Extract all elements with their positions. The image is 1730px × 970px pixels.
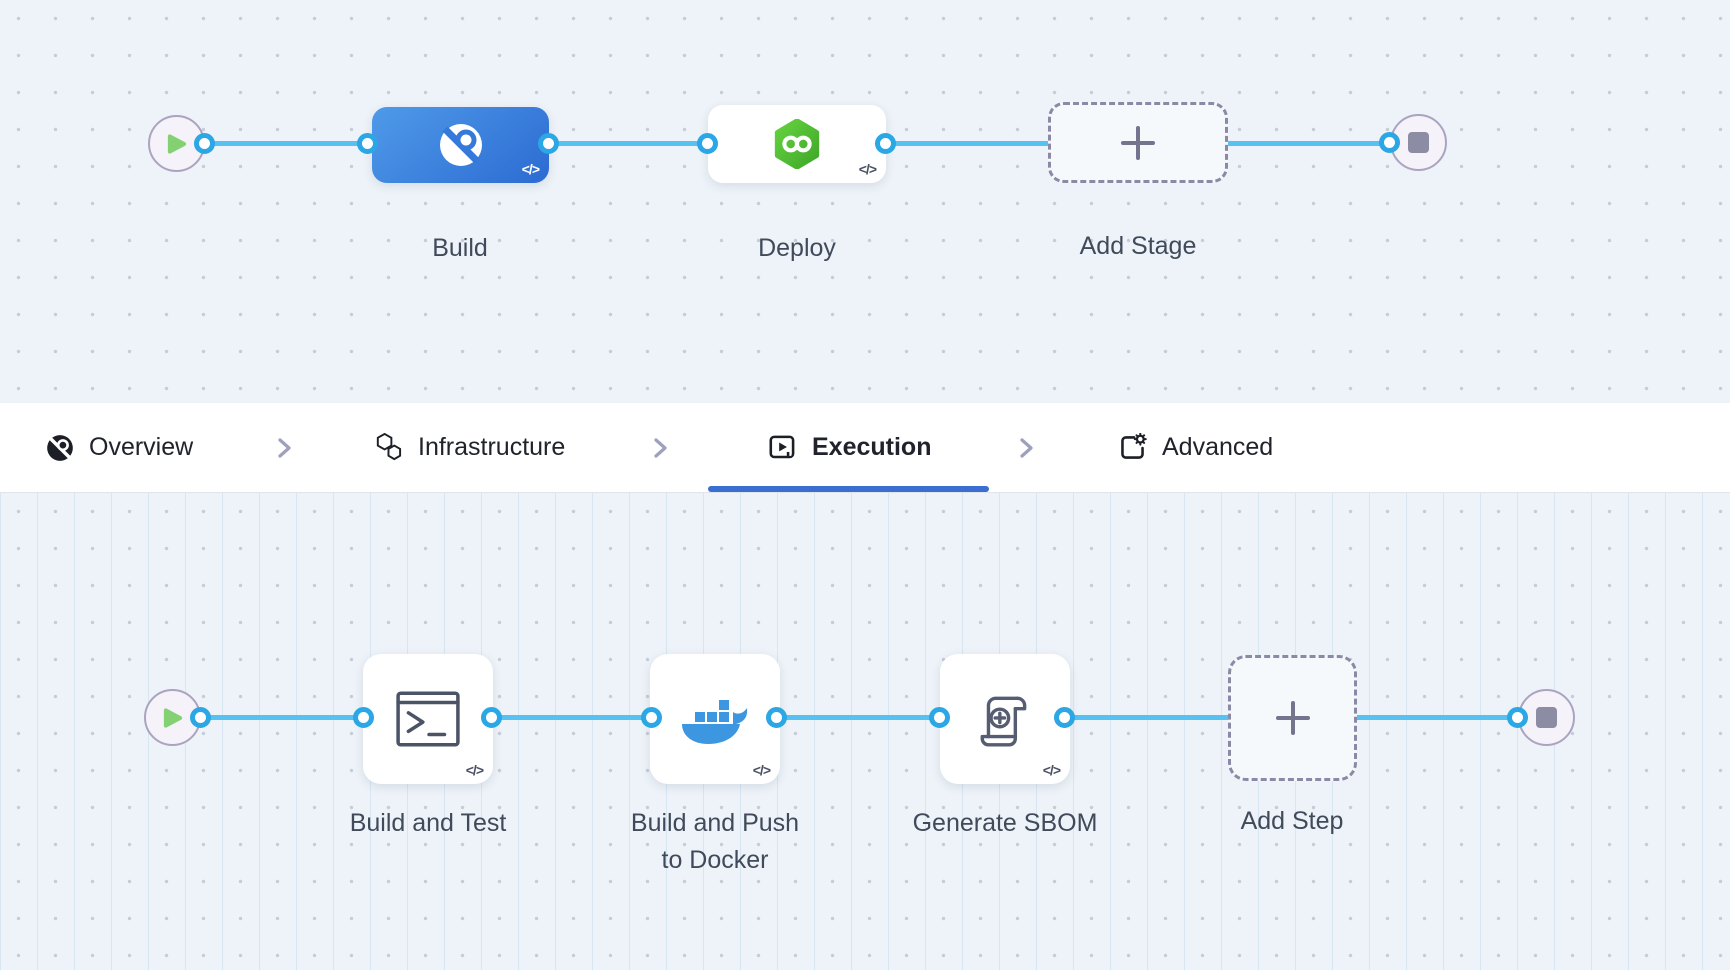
connection-point [697, 133, 718, 154]
run-terminal-icon [396, 691, 460, 747]
stage-pipeline-canvas[interactable]: </> Build </> Deploy [0, 0, 1730, 403]
connection-point [1507, 707, 1528, 728]
add-stage-label: Add Stage [1079, 232, 1197, 260]
pipeline-overview-icon [47, 434, 73, 461]
chevron-right-icon [654, 438, 667, 458]
connection-point [481, 707, 502, 728]
yaml-code-badge: </> [1042, 762, 1061, 778]
connection-point [641, 707, 662, 728]
tab-overview-label: Overview [89, 433, 194, 461]
ci-build-icon [439, 124, 482, 166]
connector-line [205, 141, 368, 146]
stage-card-build[interactable]: </> [372, 107, 549, 183]
connection-point [929, 707, 950, 728]
step-label-build-and-push-to-docker: Build and Push to Docker [605, 805, 825, 879]
execution-play-icon [769, 435, 795, 459]
step-label-line: Build and Test [349, 809, 507, 837]
add-step-button[interactable] [1228, 655, 1357, 781]
tab-execution-label: Execution [812, 433, 932, 461]
tab-infrastructure-label: Infrastructure [418, 433, 566, 461]
chevron-right-icon [1020, 438, 1033, 458]
step-label-generate-sbom: Generate SBOM [895, 805, 1115, 842]
tab-overview[interactable]: Overview [46, 403, 193, 492]
connector-line [549, 141, 708, 146]
add-step-label: Add Step [1240, 807, 1344, 835]
connector-line [492, 715, 652, 720]
harness-deploy-icon [774, 119, 820, 169]
stop-icon [1536, 707, 1557, 728]
plus-icon [1121, 125, 1155, 160]
connection-point [357, 133, 378, 154]
connection-point [766, 707, 787, 728]
step-card-build-and-test[interactable]: </> [363, 654, 493, 784]
connection-point [538, 133, 559, 154]
connection-point [875, 133, 896, 154]
yaml-code-badge: </> [752, 762, 771, 778]
step-label-build-and-test: Build and Test [318, 805, 538, 842]
stage-label-build: Build [432, 234, 488, 262]
yaml-code-badge: </> [858, 161, 877, 177]
chevron-right-icon [278, 438, 291, 458]
stop-icon [1408, 132, 1429, 153]
connection-point [190, 707, 211, 728]
yaml-code-badge: </> [465, 762, 484, 778]
step-label-line: to Docker [661, 846, 769, 874]
infrastructure-hexagons-icon [376, 432, 402, 461]
connector-line [201, 715, 364, 720]
tab-advanced[interactable]: Advanced [1118, 403, 1273, 492]
tab-execution[interactable]: Execution [768, 403, 931, 492]
connection-point [1379, 132, 1400, 153]
connector-line [777, 715, 940, 720]
step-label-line: Build and Push [630, 809, 800, 837]
sbom-scroll-icon [980, 696, 1027, 747]
plus-icon [1275, 701, 1310, 735]
connection-point [1054, 707, 1075, 728]
connection-point [194, 133, 215, 154]
step-card-build-and-push-to-docker[interactable]: </> [650, 654, 780, 784]
yaml-code-badge: </> [521, 161, 540, 177]
add-stage-button[interactable] [1048, 102, 1228, 183]
tab-infrastructure[interactable]: Infrastructure [372, 403, 565, 492]
step-execution-canvas[interactable]: </> Build and Test </> Build and Push to… [0, 493, 1730, 970]
pipeline-start-node [148, 115, 205, 172]
play-icon [167, 133, 187, 154]
pipeline-end-node [1390, 114, 1447, 171]
play-icon [163, 707, 183, 728]
connection-point [353, 707, 374, 728]
step-card-generate-sbom[interactable]: </> [940, 654, 1070, 784]
active-tab-underline [708, 486, 989, 492]
tab-advanced-label: Advanced [1162, 433, 1274, 461]
stage-config-tab-bar: Overview Infrastructure Execution [0, 403, 1730, 493]
docker-icon [682, 700, 748, 744]
step-label-line: Generate SBOM [912, 809, 1098, 837]
stage-card-deploy[interactable]: </> [708, 105, 886, 183]
stage-label-deploy: Deploy [758, 234, 836, 262]
advanced-settings-icon [1121, 433, 1147, 459]
